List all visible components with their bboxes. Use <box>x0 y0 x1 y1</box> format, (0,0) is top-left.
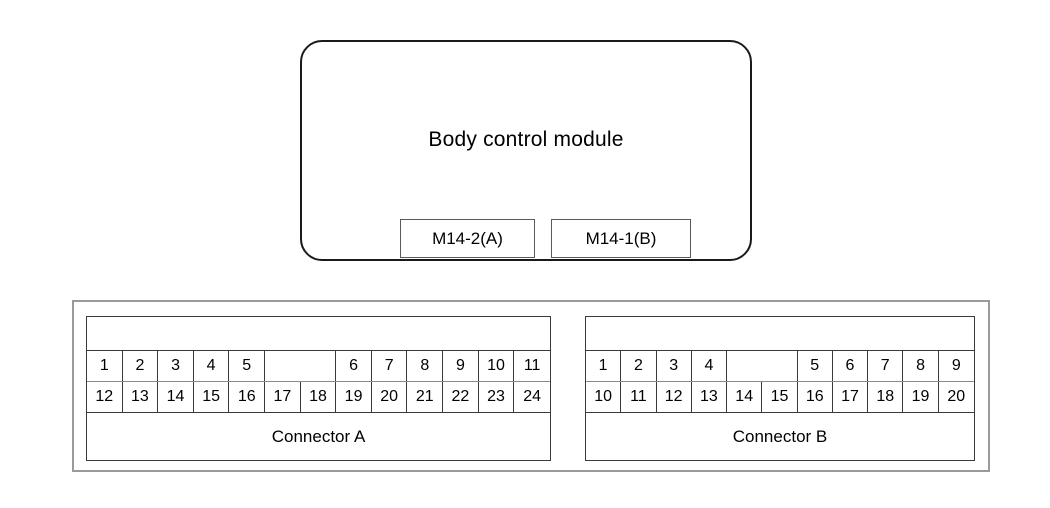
module-title: Body control module <box>428 128 624 151</box>
connector-b-pin-cell-8: 8 <box>903 351 939 381</box>
connector-a-pin-cell-9: 9 <box>443 351 479 381</box>
connector-b-pin-cell-16: 16 <box>798 382 833 412</box>
connector-a-blank-strip <box>87 317 550 351</box>
connector-b-pin-cell-19: 19 <box>903 382 939 412</box>
connector-b-pin-cell-12: 12 <box>657 382 692 412</box>
connector-b-pin-cell-6: 6 <box>833 351 869 381</box>
connector-b-pin-cell-17: 17 <box>833 382 869 412</box>
connector-a-pin-cell-23: 23 <box>479 382 515 412</box>
connector-a-pin-cell-11: 11 <box>523 357 541 374</box>
connector-a-pin-cell-13: 13 <box>123 382 159 412</box>
connector-a-pin-cell-8: 8 <box>407 351 444 381</box>
connector-a-pin-cell-10: 10 <box>479 351 515 381</box>
connector-a-pin-cell-21: 21 <box>407 382 444 412</box>
connector-b-pin-cell-18: 18 <box>868 382 904 412</box>
connector-b-pin-cell-14: 14 <box>727 382 763 412</box>
connector-a-pin-cell-20: 20 <box>372 382 408 412</box>
connector-b-pin-cell-empty <box>727 351 798 381</box>
connector-a-pin-cell-22: 22 <box>443 382 479 412</box>
connector-b-pin-cell-3: 3 <box>657 351 692 381</box>
connector-b-pin-cell-5: 5 <box>798 351 833 381</box>
connector-b-pin-cell-20: 20 <box>947 388 966 405</box>
module-connector-tab-a-label: M14-2(A) <box>432 228 503 248</box>
module-connector-tab-b: M14-1(B) <box>551 219 691 258</box>
connector-a-pin-cell-14: 14 <box>158 382 194 412</box>
connector-a-pin-cell-7: 7 <box>372 351 408 381</box>
connector-a-footer: Connector A <box>87 413 550 460</box>
connector-a-pin-cell-24: 24 <box>523 388 542 405</box>
connector-b-pin-cell-10: 10 <box>586 382 622 412</box>
connector-b-pin-cell-2: 2 <box>621 351 657 381</box>
connector-a-pin-cell-empty <box>265 351 337 381</box>
connector-a-pin-cell-4: 4 <box>194 351 230 381</box>
connector-a-pin-cell-18: 18 <box>301 382 337 412</box>
connector-b-pin-cell-9: 9 <box>951 357 961 374</box>
connector-b-blank-strip <box>586 317 974 351</box>
connector-a-pin-cell-16: 16 <box>229 382 266 412</box>
connector-b-pin-cell-7: 7 <box>868 351 904 381</box>
connector-a-pin-cell-15: 15 <box>194 382 230 412</box>
connector-a-pin-cell-5: 5 <box>229 351 266 381</box>
connector-b-footer: Connector B <box>586 413 974 460</box>
connector-b-pin-cell-1: 1 <box>586 351 622 381</box>
connector-b-pin-cell-11: 11 <box>621 382 657 412</box>
connector-b-pin-cell-13: 13 <box>692 382 728 412</box>
connector-b-pin-cell-4: 4 <box>692 351 728 381</box>
connector-a-pin-cell-2: 2 <box>123 351 159 381</box>
connector-a-pin-cell-19: 19 <box>336 382 372 412</box>
module-connector-tab-a: M14-2(A) <box>400 219 535 258</box>
connector-a-pin-cell-17: 17 <box>265 382 301 412</box>
connector-a-footer-label: Connector A <box>271 426 366 446</box>
connector-a-pin-cell-1: 1 <box>87 351 123 381</box>
connector-a-pin-cell-3: 3 <box>158 351 194 381</box>
connector-a-pin-cell-6: 6 <box>336 351 372 381</box>
connector-b-pin-cell-15: 15 <box>762 382 798 412</box>
module-connector-tab-b-label: M14-1(B) <box>585 228 657 248</box>
connector-b-footer-label: Connector B <box>732 426 828 446</box>
connector-a-pin-cell-12: 12 <box>87 382 123 412</box>
